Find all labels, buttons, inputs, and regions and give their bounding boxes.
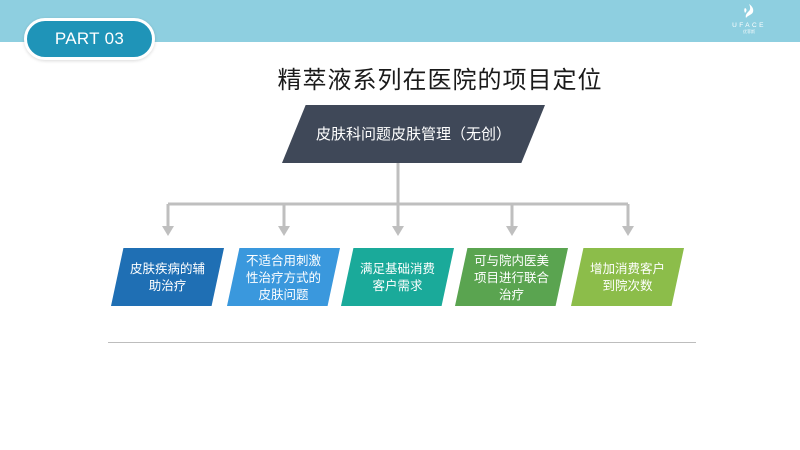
child-node-label: 可与院内医美项目进行联合治疗 (473, 252, 549, 302)
child-node-label: 皮肤疾病的辅助治疗 (129, 261, 205, 293)
child-node-5: 增加消费客户到院次数 (571, 248, 684, 306)
logo-mark-icon (744, 4, 754, 18)
child-node-label: 满足基础消费客户需求 (359, 261, 435, 293)
logo-subtext: 优菲斯 (743, 29, 755, 34)
arrow-head-3 (392, 226, 404, 236)
child-node-2: 不适合用刺激性治疗方式的皮肤问题 (227, 248, 340, 306)
page-title: 精萃液系列在医院的项目定位 (277, 66, 603, 94)
root-node: 皮肤科问题皮肤管理（无创） (282, 105, 545, 163)
brand-logo: UFACE 优菲斯 (724, 3, 774, 39)
divider-line (108, 342, 696, 343)
part-badge: PART 03 (24, 18, 155, 60)
arrow-head-4 (506, 226, 518, 236)
root-node-label: 皮肤科问题皮肤管理（无创） (315, 125, 511, 143)
child-node-4: 可与院内医美项目进行联合治疗 (455, 248, 568, 306)
logo-wordmark: UFACE (732, 22, 766, 29)
child-node-label: 不适合用刺激性治疗方式的皮肤问题 (245, 252, 321, 302)
child-node-3: 满足基础消费客户需求 (341, 248, 454, 306)
arrow-head-2 (278, 226, 290, 236)
arrow-head-5 (622, 226, 634, 236)
child-node-label: 增加消费客户到院次数 (589, 261, 665, 293)
child-node-1: 皮肤疾病的辅助治疗 (111, 248, 224, 306)
part-label: PART 03 (54, 29, 125, 48)
arrow-head-1 (162, 226, 174, 236)
